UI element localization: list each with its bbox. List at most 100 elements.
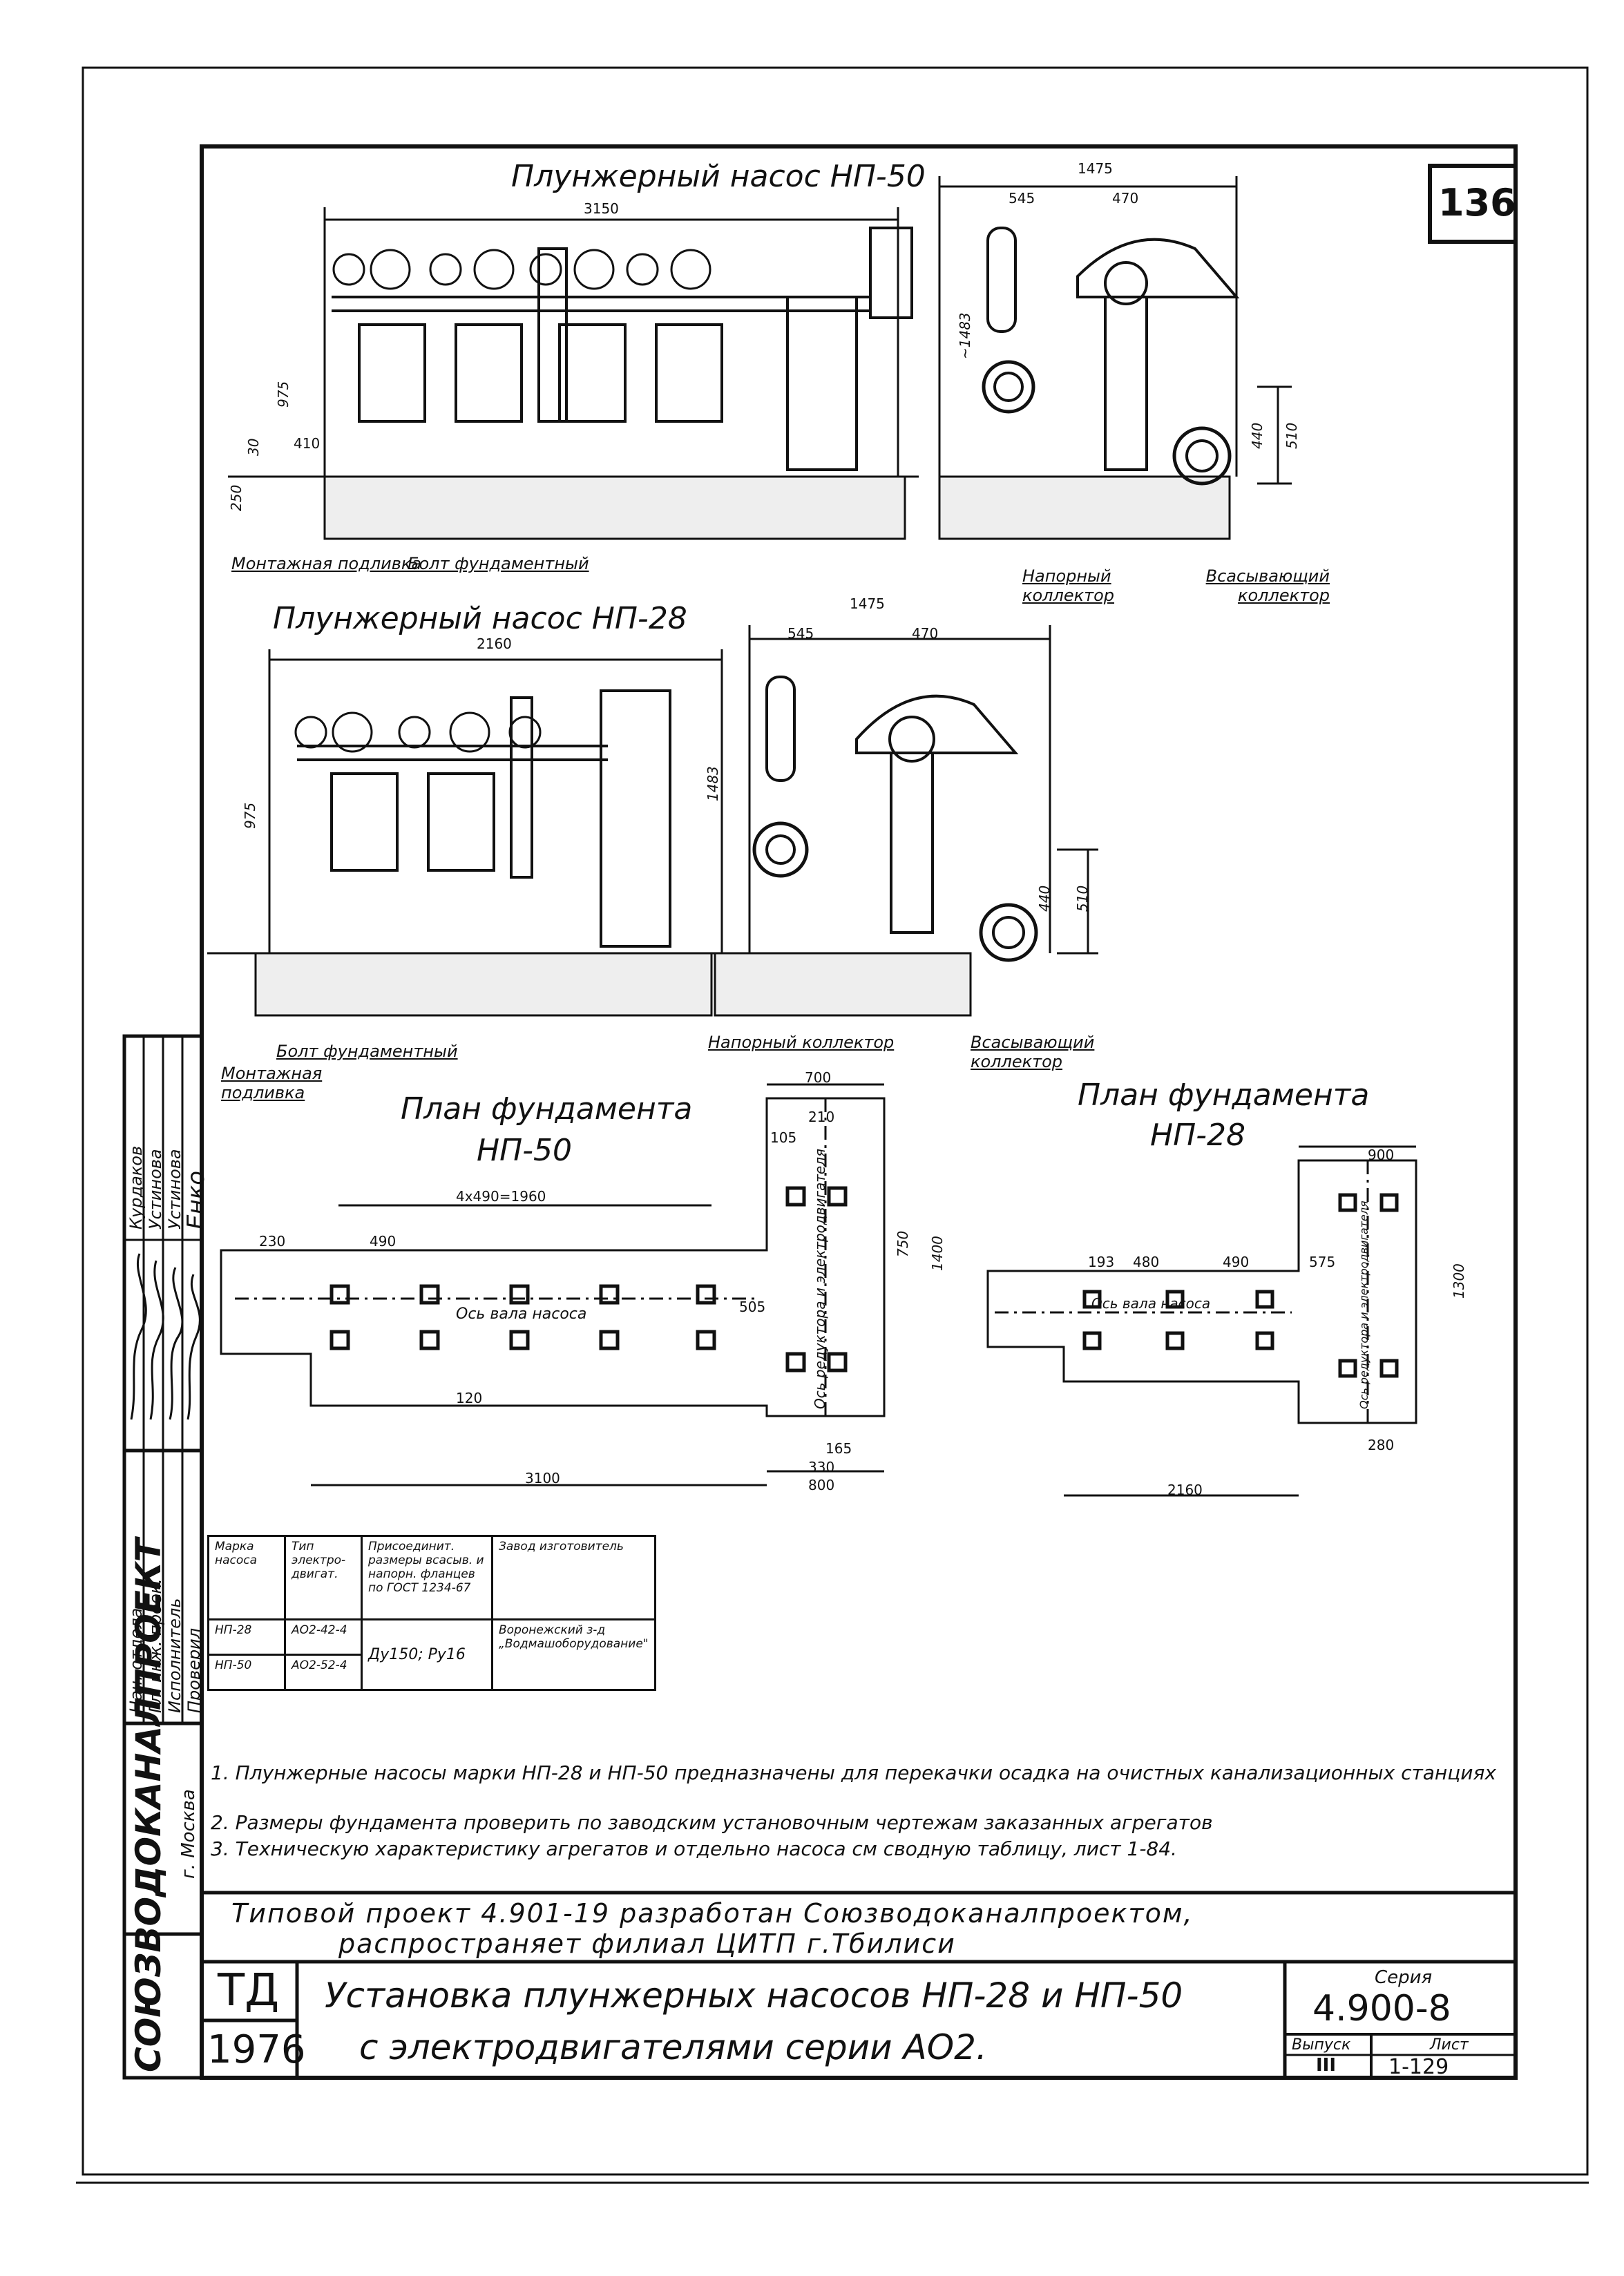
dim-700: 700 <box>805 1069 832 1086</box>
note-2: 2. Размеры фундамента проверить по завод… <box>211 1811 1213 1834</box>
title-plan50-line1: План фундамента <box>401 1091 693 1127</box>
dim-3100: 3100 <box>525 1470 560 1486</box>
table-row: НП-28 АО2-42-4 Ду150; Ру16 Воронежский з… <box>207 1618 656 1691</box>
table-cell: НП-28 <box>207 1618 286 1656</box>
dim-193: 193 <box>1088 1254 1115 1270</box>
table-header-cell: Тип электро-двигат. <box>284 1535 363 1620</box>
table-header-row: Марка насоса Тип электро-двигат. Присоед… <box>207 1535 656 1620</box>
side-role-2: Гл. инж. проек. <box>146 1578 165 1713</box>
project-line-1: Типовой проект 4.901-19 разработан Союзв… <box>231 1898 1194 1929</box>
label-napor-top: Напорный коллектор <box>1022 566 1115 605</box>
dim-30: 30 <box>245 438 262 456</box>
label-vsas-mid: Всасывающий коллектор <box>971 1033 1095 1071</box>
dim-900: 900 <box>1368 1147 1395 1163</box>
title-plan28-line1: План фундамента <box>1078 1078 1370 1113</box>
dim-410: 410 <box>294 435 321 452</box>
dim-1483-a: ~1483 <box>957 312 973 359</box>
side-city: г. Москва <box>178 1789 199 1879</box>
dim-2160: 2160 <box>477 635 512 652</box>
side-name-1: Курдаков <box>126 1145 146 1230</box>
table-row: НП-50 АО2-52-4 <box>207 1654 656 1691</box>
dim-1475-a: 1475 <box>1078 160 1113 177</box>
dim-800: 800 <box>808 1477 835 1493</box>
note-3: 3. Техническую характеристику агрегатов … <box>211 1837 1177 1860</box>
note-1: 1. Плунжерные насосы марки НП-28 и НП-50… <box>211 1761 1496 1784</box>
stamp-td: ТД <box>218 1965 280 2016</box>
label-os-reduktora-50: Ось редуктора и электродвигателя <box>812 1148 828 1409</box>
spec-table: Марка насоса Тип электро-двигат. Присоед… <box>207 1535 656 1691</box>
side-name-4: Енко <box>182 1170 210 1230</box>
stamp-list-label: Лист <box>1430 2036 1469 2054</box>
dim-545-b: 545 <box>787 625 814 642</box>
dim-490: 490 <box>370 1233 397 1250</box>
dim-3150: 3150 <box>584 200 619 217</box>
label-os-vala-50: Ось вала насоса <box>456 1306 587 1323</box>
dim-280: 280 <box>1368 1437 1395 1453</box>
label-bolt-mid: Болт фундаментный <box>276 1042 458 1061</box>
dim-975-a: 975 <box>275 381 292 408</box>
signatures <box>130 1253 201 1420</box>
dim-440-b: 440 <box>1036 885 1053 912</box>
stamp-title-1: Установка плунжерных насосов НП-28 и НП-… <box>325 1976 1183 2016</box>
dim-4x490: 4х490=1960 <box>456 1188 546 1205</box>
side-name-3: Устинова <box>165 1149 184 1230</box>
table-cell: Ду150; Ру16 <box>361 1618 493 1691</box>
title-np28: Плунжерный насос НП-28 <box>273 601 687 636</box>
dim-1400: 1400 <box>929 1236 946 1271</box>
dim-210: 210 <box>808 1109 835 1125</box>
dim-575: 575 <box>1309 1254 1336 1270</box>
label-bolt-top: Болт фундаментный <box>408 554 589 573</box>
table-header-cell: Марка насоса <box>207 1535 286 1620</box>
dim-505: 505 <box>739 1299 766 1315</box>
page-number: 136 <box>1438 181 1516 224</box>
title-plan28-line2: НП-28 <box>1150 1118 1246 1153</box>
dim-250: 250 <box>228 484 245 511</box>
dim-230: 230 <box>259 1233 286 1250</box>
label-os-vala-28: Ось вала насоса <box>1091 1295 1211 1312</box>
dim-1483-b: 1483 <box>705 766 721 801</box>
dim-470-b: 470 <box>912 625 939 642</box>
table-cell: АО2-42-4 <box>284 1618 363 1656</box>
stamp-vypusk-label: Выпуск <box>1292 2036 1351 2054</box>
stamp-list: 1-129 <box>1388 2055 1449 2079</box>
title-plan50-line2: НП-50 <box>477 1133 573 1168</box>
table-cell: АО2-52-4 <box>284 1654 363 1691</box>
dim-480: 480 <box>1133 1254 1160 1270</box>
dim-1475-b: 1475 <box>850 595 885 612</box>
table-cell: Воронежский з-д „Водмашоборудование" <box>491 1618 656 1691</box>
side-role-1: Нач. отдела <box>126 1607 146 1713</box>
table-header-cell: Присоединит. размеры всасыв. и напорн. ф… <box>361 1535 493 1620</box>
label-os-reduktora-28: Ось редуктора и электродвигателя <box>1357 1201 1370 1409</box>
label-montazh-podlivka-top: Монтажная подливка <box>231 554 422 573</box>
label-vsas-top: Всасывающий коллектор <box>1205 566 1330 605</box>
stamp-year: 1976 <box>207 2027 306 2072</box>
label-napor-mid: Напорный коллектор <box>708 1033 895 1052</box>
stamp-seriya-label: Серия <box>1375 1967 1433 1988</box>
dim-330: 330 <box>808 1459 835 1475</box>
stamp-seriya: 4.900-8 <box>1312 1988 1451 2029</box>
dim-510-b: 510 <box>1074 885 1091 912</box>
title-np50: Плунжерный насос НП-50 <box>511 159 926 194</box>
dim-750: 750 <box>895 1230 911 1257</box>
stamp-vypusk: III <box>1316 2055 1337 2076</box>
dim-510-a: 510 <box>1283 422 1300 449</box>
dim-105: 105 <box>770 1129 797 1146</box>
dim-165: 165 <box>825 1440 852 1457</box>
side-role-4: Проверил <box>184 1627 204 1713</box>
project-line-2: распространяет филиал ЦИТП г.Тбилиси <box>338 1929 956 1959</box>
dim-1300: 1300 <box>1451 1263 1467 1299</box>
table-cell: НП-50 <box>207 1654 286 1691</box>
dim-440-a: 440 <box>1249 422 1265 449</box>
side-name-2: Устинова <box>146 1149 165 1230</box>
dim-470-a: 470 <box>1112 190 1139 207</box>
dim-120: 120 <box>456 1390 483 1406</box>
label-montazh-mid: Монтажная подливка <box>221 1064 323 1102</box>
side-role-3: Исполнитель <box>165 1598 184 1713</box>
dim-490-28: 490 <box>1223 1254 1250 1270</box>
dim-975-b: 975 <box>242 802 258 829</box>
table-header-cell: Завод изготовитель <box>491 1535 656 1620</box>
dim-2160-plan: 2160 <box>1167 1482 1203 1498</box>
stamp-title-2: с электродвигателями серии АО2. <box>359 2027 987 2067</box>
